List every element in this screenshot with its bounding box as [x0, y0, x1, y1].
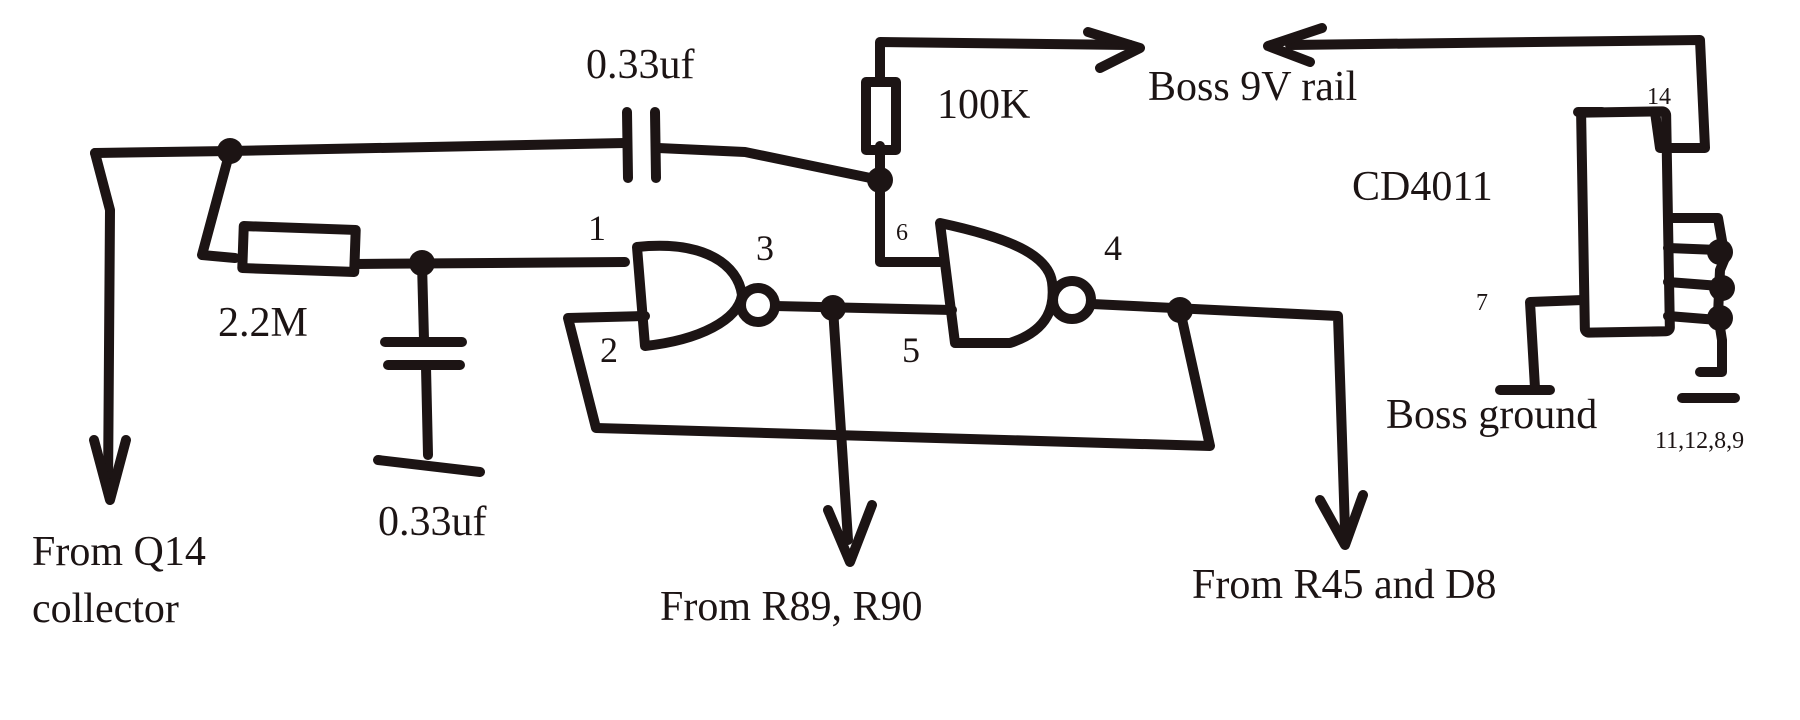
junction-dot: [1709, 275, 1735, 301]
label-c-top: 0.33uf: [586, 42, 695, 88]
wire-gate2-out: [1087, 299, 1350, 535]
label-boss-ground: Boss ground: [1386, 392, 1597, 438]
pin-label-unused: 11,12,8,9: [1655, 428, 1744, 454]
label-r-100k: 100K: [937, 82, 1030, 128]
wire-vss-pin7: [1525, 295, 1588, 393]
arrow-down-icon: [89, 435, 131, 505]
pin-label-5: 5: [902, 330, 920, 370]
wire-res-to-gate1: [350, 257, 630, 269]
pin-label-7: 7: [1476, 290, 1488, 316]
label-ic-name: CD4011: [1352, 164, 1493, 210]
nand-gate-1: [632, 240, 780, 351]
capacitor-bottom: [373, 258, 485, 477]
pin-label-14: 14: [1647, 84, 1671, 110]
pin-label-1: 1: [588, 208, 606, 248]
pin-label-3: 3: [756, 228, 774, 268]
label-from-q14-line2: collector: [32, 586, 179, 632]
label-from-r45-d8: From R45 and D8: [1192, 562, 1497, 608]
arrow-right-icon: [1083, 27, 1145, 73]
label-boss-9v-rail: Boss 9V rail: [1148, 64, 1357, 110]
arrow-left-icon: [1263, 23, 1327, 67]
nand-gate-2: [935, 218, 1096, 348]
label-r-2-2m: 2.2M: [218, 300, 308, 346]
q14-collector-wire: [90, 138, 630, 495]
resistor-100k: [861, 37, 1135, 185]
label-from-r89-r90: From R89, R90: [660, 584, 923, 630]
arrow-down-icon: [823, 500, 877, 567]
junction-dot: [1707, 305, 1733, 331]
label-c-bottom: 0.33uf: [378, 499, 487, 545]
pin-label-2: 2: [600, 330, 618, 370]
capacitor-top: [622, 107, 885, 185]
resistor-2-2m: [237, 221, 361, 277]
junction-dot: [217, 138, 243, 164]
junction-dot: [1167, 297, 1193, 323]
wire-gate1-pin2: [563, 305, 1215, 451]
wire-to-gate2-pin6: [875, 175, 945, 267]
pin-label-4: 4: [1104, 228, 1122, 268]
pin-label-6: 6: [896, 220, 908, 246]
wire-vdd-pin14: [1285, 35, 1710, 153]
wire-r89-r90: [828, 303, 853, 545]
arrow-down-icon: [1315, 490, 1368, 550]
wire-gate1-out: [770, 301, 957, 315]
junction-dot: [1707, 239, 1733, 265]
label-from-q14-line1: From Q14: [32, 529, 206, 575]
